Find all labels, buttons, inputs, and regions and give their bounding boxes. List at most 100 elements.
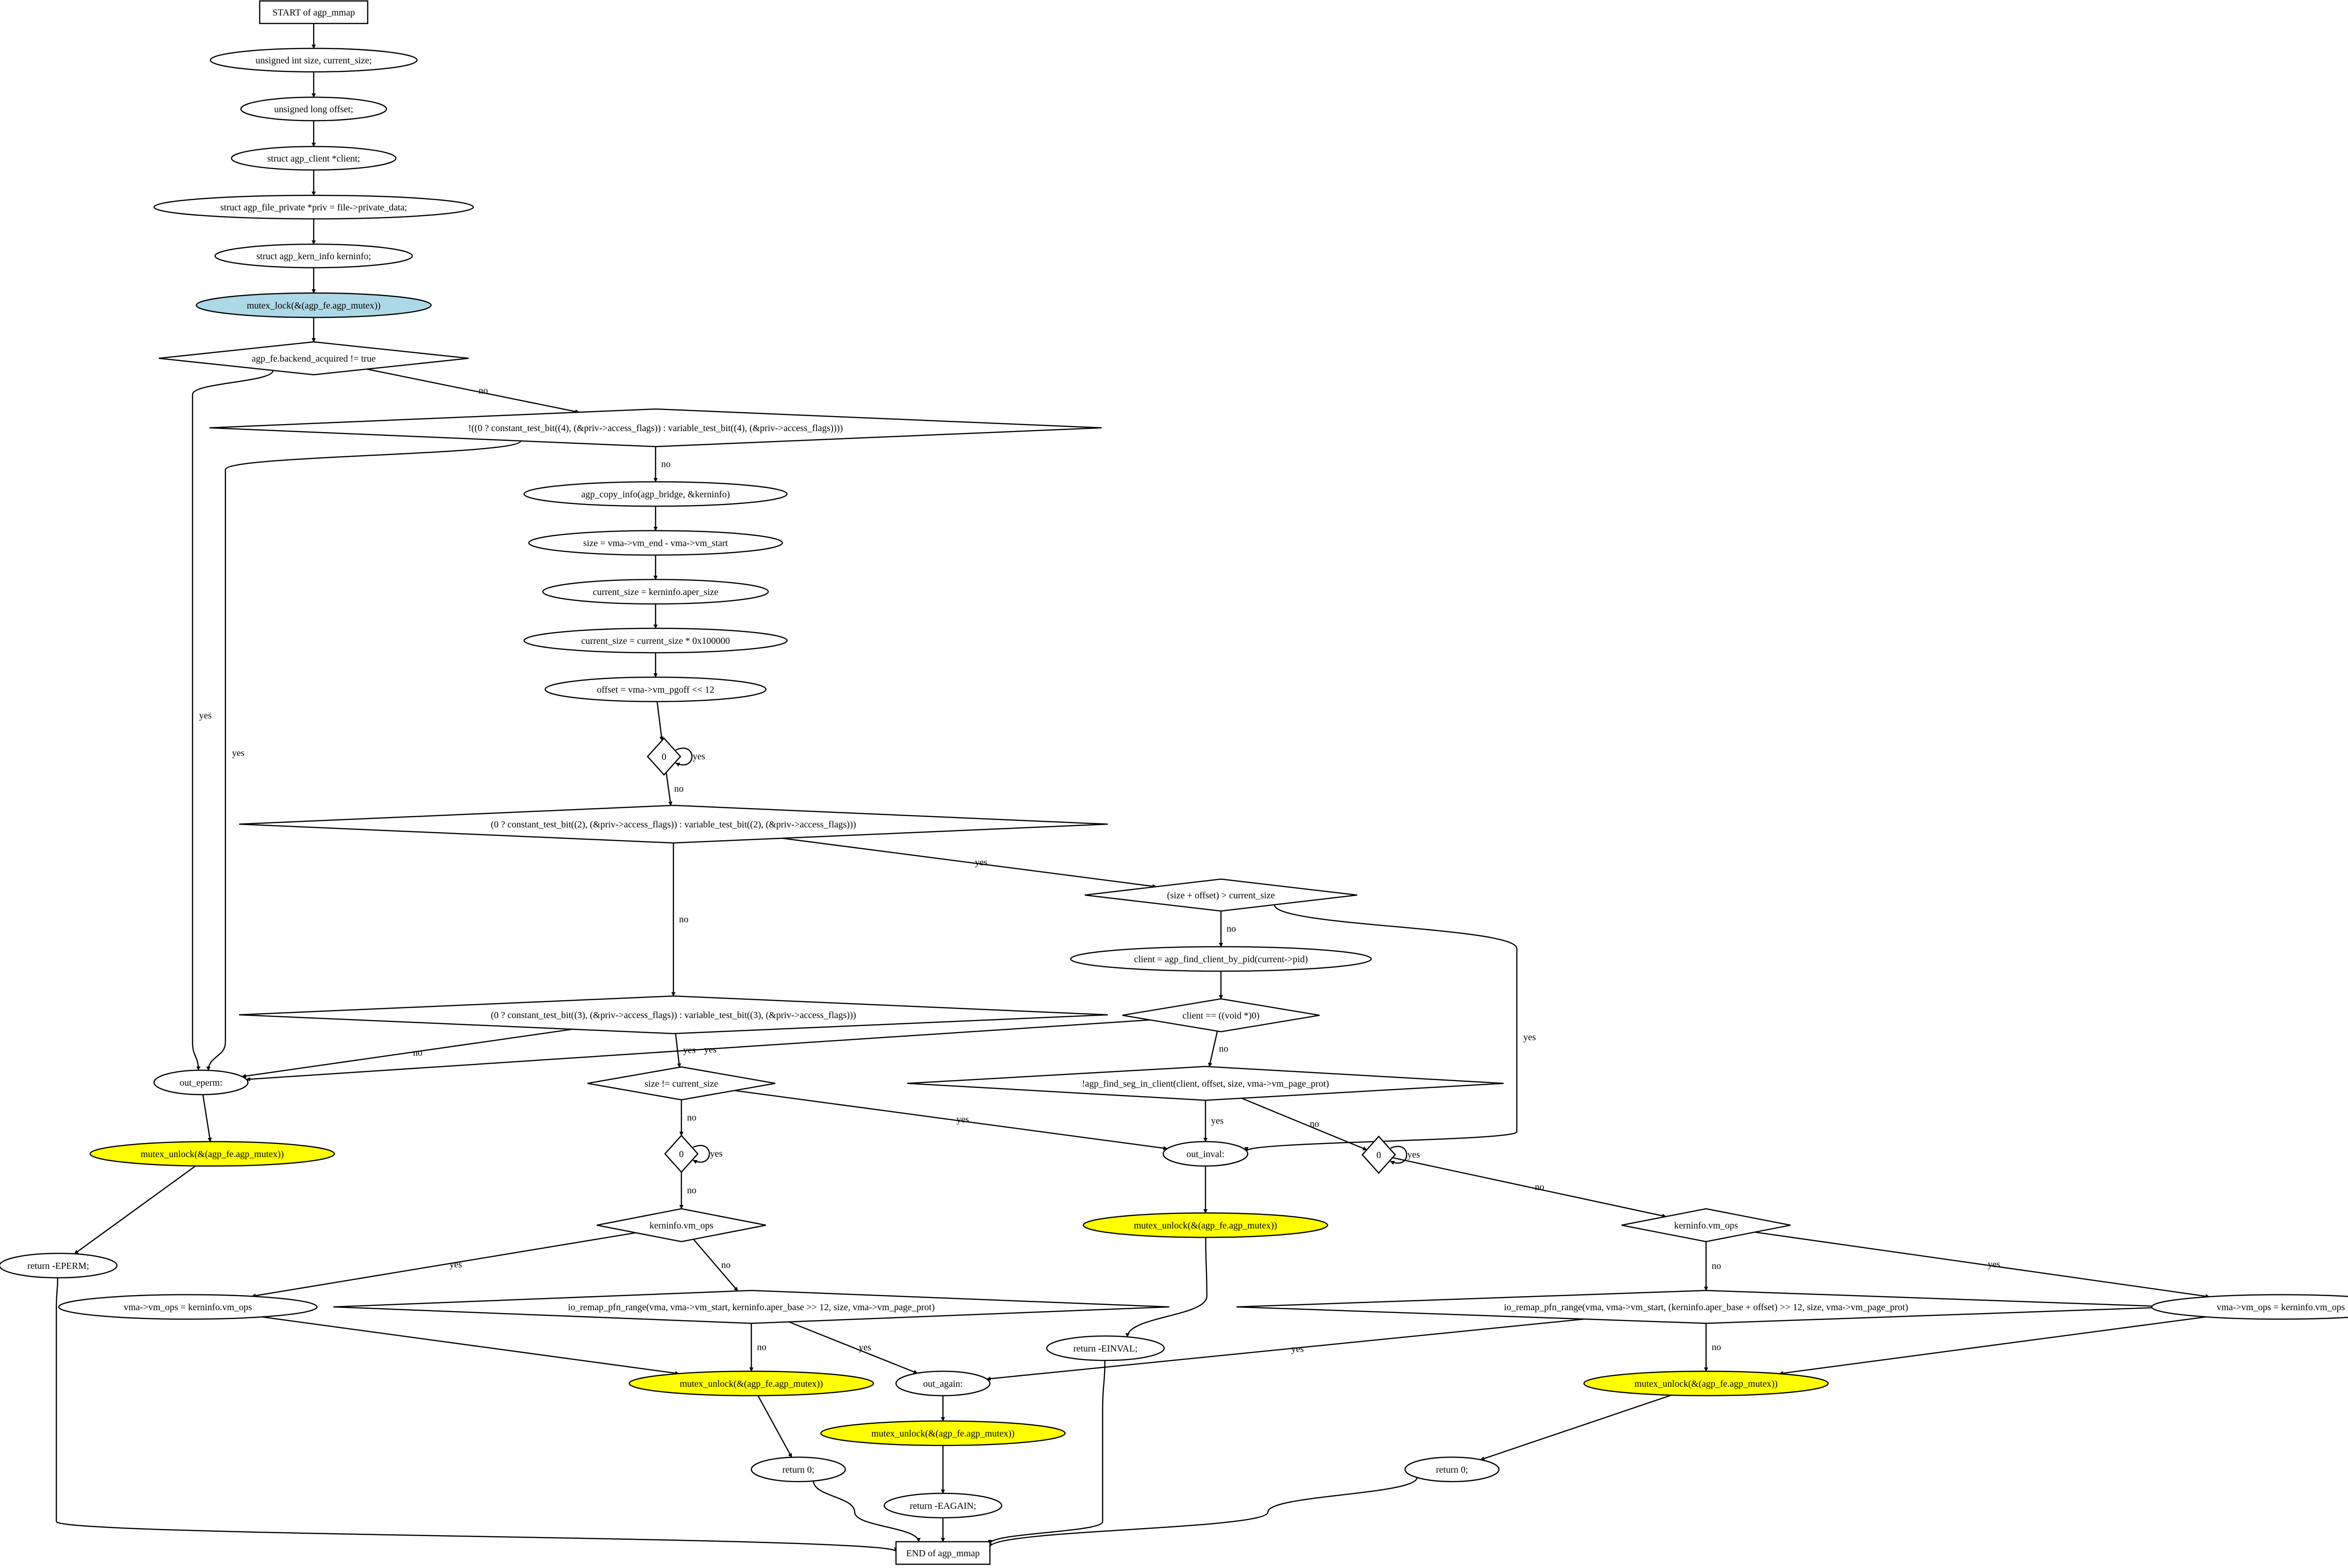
node-cond-access3: (0 ? constant_test_bit((3), (&priv->acce… <box>239 995 1108 1035</box>
node-shape-ellipse <box>883 1492 1003 1519</box>
node-copy-info: agp_copy_info(agp_bridge, &kerninfo) <box>523 481 788 507</box>
edge-label: yes <box>199 711 212 721</box>
node-label: current_size = current_size * 0x100000 <box>581 636 730 646</box>
node-shape-box <box>259 0 369 24</box>
node-assign-offset: offset = vma->vm_pgoff << 12 <box>544 676 767 703</box>
node-label: 0 <box>662 752 666 762</box>
node-label: unsigned long offset; <box>274 104 354 115</box>
node-label: client == ((void *)0) <box>1182 1011 1259 1021</box>
edge-label: no <box>679 914 688 925</box>
node-label: agp_fe.backend_acquired != true <box>252 354 376 364</box>
edge-cond_access4-to-out_eperm <box>206 440 522 1071</box>
edge-cond_access2-to-cond_size_off <box>782 837 1157 888</box>
node-mutex-lock: mutex_lock(&(agp_fe.agp_mutex)) <box>195 292 432 318</box>
node-shape-diamond <box>1236 1290 2176 1324</box>
node-label: return -EAGAIN; <box>910 1501 976 1511</box>
edge-label: yes <box>704 1044 717 1055</box>
edge-assign_vmops_r-to-unlock_r <box>1779 1316 2206 1375</box>
node-label: vma->vm_ops = kerninfo.vm_ops <box>2217 1302 2345 1313</box>
node-decl-kerninfo: struct agp_kern_info kerninfo; <box>214 243 413 269</box>
node-label: (0 ? constant_test_bit((3), (&priv->acce… <box>491 1010 856 1020</box>
node-label: mutex_unlock(&(agp_fe.agp_mutex)) <box>680 1379 823 1389</box>
node-return0-r: return 0; <box>1404 1456 1500 1483</box>
edge-label: yes <box>957 1114 969 1125</box>
edge-label: yes <box>1988 1259 2000 1270</box>
node-shape-diamond <box>239 804 1108 844</box>
edge-label: no <box>479 386 488 396</box>
node-label: out_inval: <box>1186 1149 1224 1159</box>
node-shape-ellipse <box>750 1456 846 1483</box>
edge-label: no <box>1219 1044 1228 1054</box>
edge-cond_zero3-to-cond_vmops_r <box>1392 1157 1667 1218</box>
node-shape-ellipse <box>209 47 418 73</box>
edge-cond_zero1-to-cond_access2 <box>665 772 672 806</box>
node-cond-access2: (0 ? constant_test_bit((2), (&priv->acce… <box>239 804 1108 844</box>
node-shape-diamond <box>664 1135 699 1173</box>
node-unlock-eperm: mutex_unlock(&(agp_fe.agp_mutex)) <box>89 1141 335 1167</box>
edge-cond_vmops_l-to-io_remap_l <box>693 1239 738 1291</box>
node-label: client = agp_find_client_by_pid(current-… <box>1134 954 1308 965</box>
edge-label: yes <box>859 1343 872 1353</box>
node-shape-ellipse <box>89 1141 335 1167</box>
node-find-client: client = agp_find_client_by_pid(current-… <box>1070 946 1372 972</box>
node-return-eperm: return -EPERM; <box>0 1252 118 1279</box>
node-cond-size-off: (size + offset) > current_size <box>1084 878 1358 912</box>
node-shape-diamond <box>209 408 1102 448</box>
node-shape-ellipse <box>1082 1212 1328 1238</box>
node-cond-client-null: client == ((void *)0) <box>1122 998 1320 1033</box>
node-assign-cur2: current_size = current_size * 0x100000 <box>523 627 788 654</box>
edge-cond_zero3-self-loop <box>1390 1146 1407 1165</box>
node-label: kerninfo.vm_ops <box>1674 1220 1738 1231</box>
node-shape-ellipse <box>1162 1141 1249 1167</box>
node-label: out_again: <box>923 1379 963 1389</box>
node-cond-vmops-l: kerninfo.vm_ops <box>596 1208 766 1243</box>
node-label: unsigned int size, current_size; <box>255 55 372 66</box>
edge-label: no <box>674 784 684 794</box>
node-label: return -EINVAL; <box>1074 1344 1138 1354</box>
node-decl-size: unsigned int size, current_size; <box>209 47 418 73</box>
node-shape-ellipse <box>895 1370 991 1397</box>
edge-cond_vmops_r-to-assign_vmops_r <box>1754 1231 2210 1298</box>
edge-cond_vmops_l-to-assign_vmops_l <box>251 1232 636 1298</box>
node-shape-ellipse <box>1046 1335 1165 1361</box>
edge-cond_backend-to-out_eperm <box>192 370 274 1071</box>
node-shape-diamond <box>239 995 1108 1035</box>
node-cond-access4: !((0 ? constant_test_bit((4), (&priv->ac… <box>209 408 1102 448</box>
node-shape-ellipse <box>153 194 474 220</box>
node-label: (0 ? constant_test_bit((2), (&priv->acce… <box>491 819 856 830</box>
edge-assign_vmops_l-to-unlock_l <box>261 1316 680 1375</box>
node-label: !((0 ? constant_test_bit((4), (&priv->ac… <box>468 423 843 433</box>
node-label: struct agp_client *client; <box>267 154 360 164</box>
node-cond-size-ne: size != current_size <box>587 1066 776 1101</box>
node-shape-ellipse <box>58 1294 318 1320</box>
edge-unlock_inval-to-return_einval <box>1125 1237 1208 1337</box>
edge-return_einval-to-end <box>988 1360 1106 1545</box>
node-shape-diamond <box>647 737 681 776</box>
node-label: return -EPERM; <box>27 1261 89 1271</box>
edge-return0_l-to-end <box>813 1481 921 1542</box>
node-label: out_eperm: <box>179 1078 222 1088</box>
node-unlock-inval: mutex_unlock(&(agp_fe.agp_mutex)) <box>1082 1212 1328 1238</box>
edge-cond_backend-to-cond_access4 <box>366 368 579 414</box>
edge-label: yes <box>975 857 988 868</box>
edge-cond_zero2-self-loop <box>693 1145 710 1164</box>
node-shape-diamond <box>1361 1135 1396 1174</box>
node-assign-cur: current_size = kerninfo.aper_size <box>542 579 769 605</box>
edge-cond_client_null-to-cond_seg <box>1208 1031 1218 1067</box>
node-end: END of agp_mmap <box>895 1541 991 1565</box>
node-return-einval: return -EINVAL; <box>1046 1335 1165 1361</box>
node-shape-diamond <box>1122 998 1320 1033</box>
node-label: return 0; <box>1436 1465 1468 1475</box>
edge-label: no <box>757 1342 766 1352</box>
node-io-remap-r: io_remap_pfn_range(vma, vma->vm_start, (… <box>1236 1290 2176 1324</box>
node-label: (size + offset) > current_size <box>1167 890 1275 901</box>
edge-label: yes <box>1407 1150 1420 1160</box>
node-unlock-l: mutex_unlock(&(agp_fe.agp_mutex)) <box>628 1370 874 1397</box>
node-label: io_remap_pfn_range(vma, vma->vm_start, (… <box>1504 1302 1908 1313</box>
node-unlock-again: mutex_unlock(&(agp_fe.agp_mutex)) <box>820 1420 1066 1446</box>
edges-layer <box>55 23 2210 1552</box>
node-shape-diamond <box>596 1208 766 1243</box>
edge-cond_access3-to-out_eperm <box>241 1028 573 1078</box>
